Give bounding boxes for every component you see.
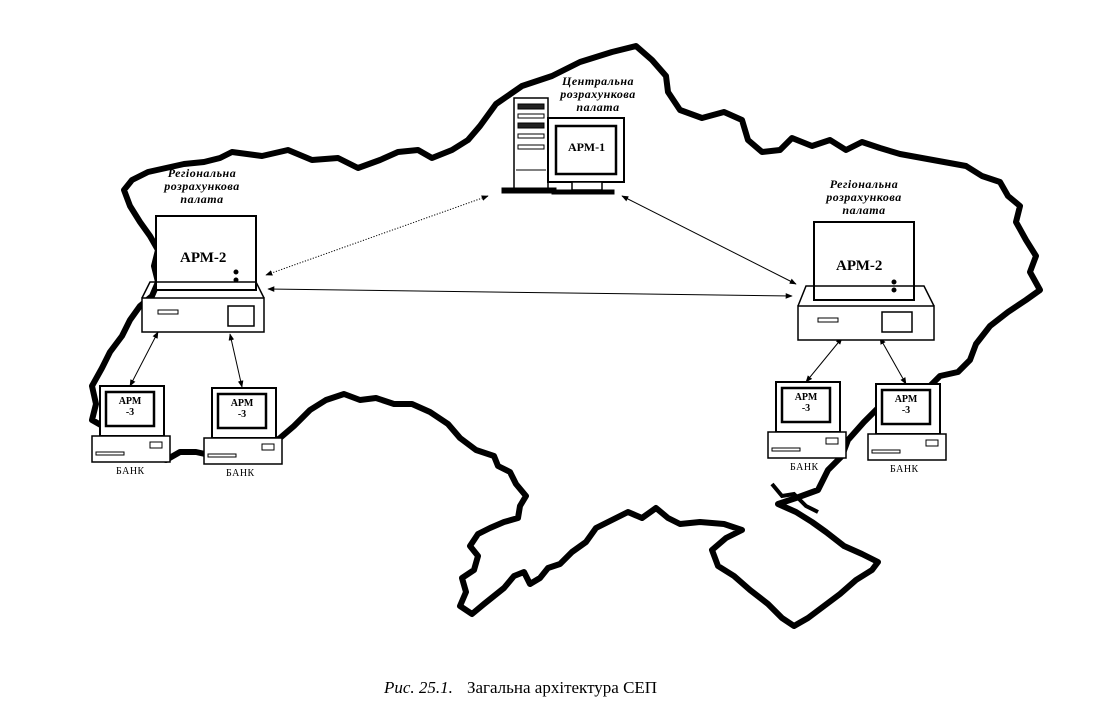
figure-caption: Рис. 25.1. Загальна архітектура СЕП [384,678,657,698]
bank2-screen-line2: -3 [237,409,247,420]
bank3-screen-line1: АРМ [794,392,818,403]
regional-left-label-line2: розрахункова [164,179,240,193]
link-central-right [621,195,797,285]
link-right-bank3 [805,337,843,383]
bank3-screen-text: АРМ -3 [782,392,830,414]
bank-computer-2 [203,387,283,465]
link-left-bank2 [228,333,244,388]
bank3-label: БАНК [790,462,819,473]
figure-number: Рис. 25.1. [384,678,453,697]
figure-title: Загальна архітектура СЕП [466,678,658,697]
bank2-screen-line1: АРМ [230,398,254,409]
regional-right-label-line3: палата [842,203,886,217]
regional-right-label: Регіональна розрахункова палата [814,178,914,217]
regional-left-monitor-box [155,215,257,291]
bank2-label: БАНК [226,468,255,479]
central-label-line1: Центральна [562,74,634,88]
bank1-screen-line2: -3 [125,407,135,418]
bank4-screen-line1: АРМ [894,394,918,405]
link-left-right [267,286,793,299]
bank-computer-4 [867,383,947,461]
arm1-screen-text: АРМ-1 [568,140,606,154]
regional-left-label-line1: Регіональна [167,166,237,180]
bank1-screen-text: АРМ -3 [106,396,154,418]
central-label-line2: розрахункова [560,87,636,101]
server-tower [513,97,549,191]
link-right-bank4 [879,337,907,385]
regional-right-base [797,305,935,341]
regional-right-label-line1: Регіональна [829,177,899,191]
bank4-label: БАНК [890,464,919,475]
bank1-label: БАНК [116,466,145,477]
regional-right-label-line2: розрахункова [826,190,902,204]
bank3-screen-line2: -3 [801,403,811,414]
arm2-left-text: АРМ-2 [180,250,227,266]
bank2-screen-text: АРМ -3 [218,398,266,420]
regional-left-label: Регіональна розрахункова палата [152,167,252,206]
map-outline [89,43,1043,629]
bank4-screen-text: АРМ -3 [882,394,930,416]
regional-right-computer [797,221,935,341]
bank4-screen-line2: -3 [901,405,911,416]
regional-left-computer [141,215,265,333]
bank1-screen-line1: АРМ [118,396,142,407]
link-central-left [265,195,489,276]
central-label: Центральна розрахункова палата [548,75,648,114]
central-label-line3: палата [576,100,620,114]
arm2-right-text: АРМ-2 [836,258,883,274]
central-computer [501,97,625,195]
regional-left-label-line3: палата [180,192,224,206]
regional-right-monitor-box [813,221,915,301]
link-left-bank1 [129,331,159,387]
bank-computer-3 [767,381,847,459]
crimea-coast [770,482,819,514]
bank-computer-1 [91,385,171,463]
